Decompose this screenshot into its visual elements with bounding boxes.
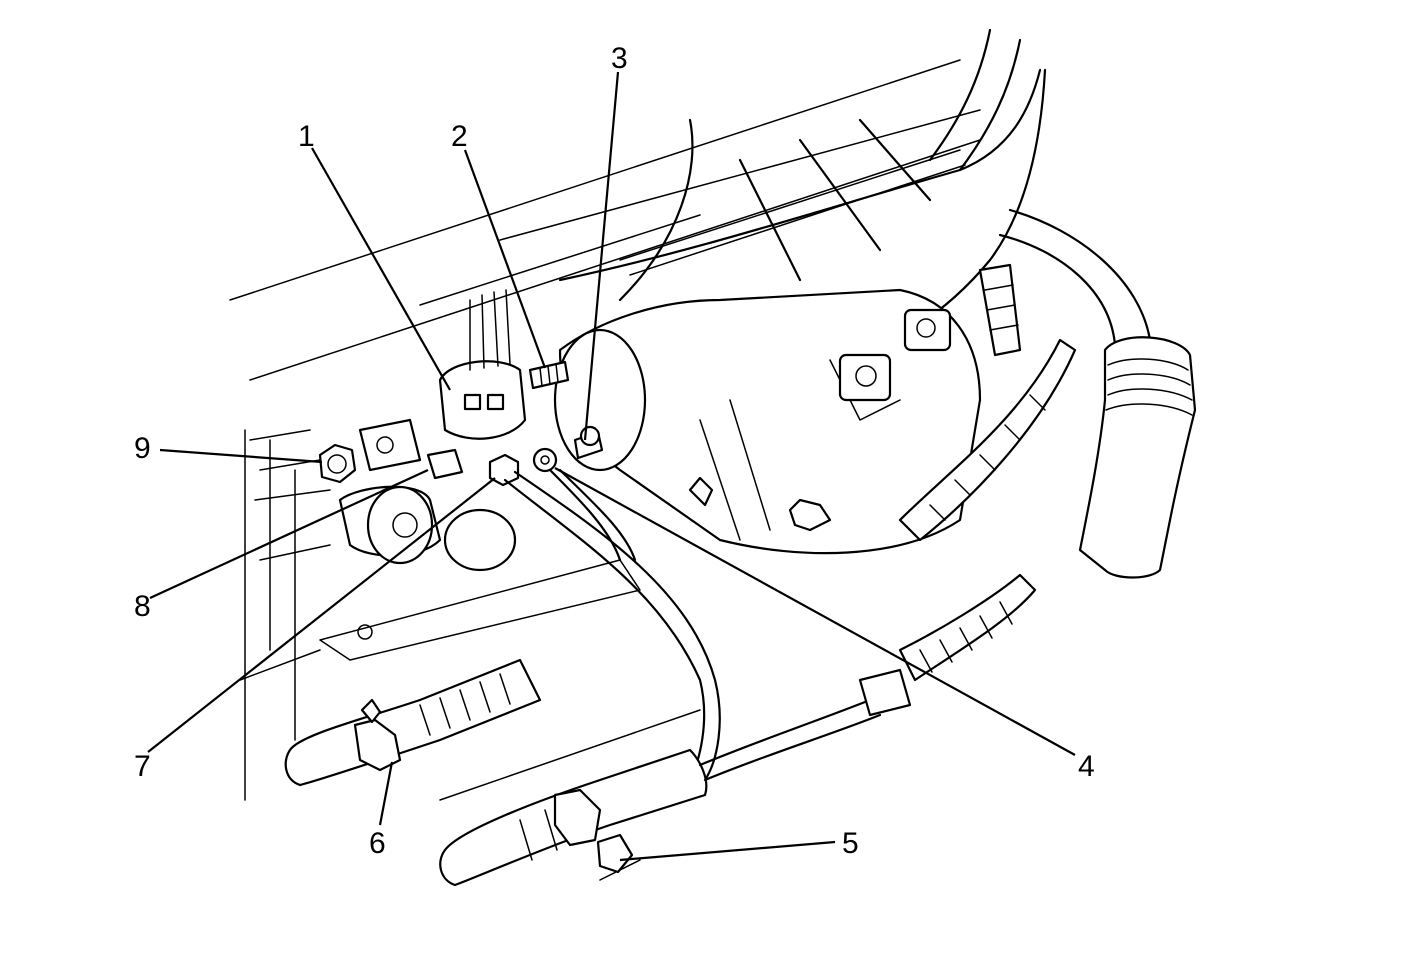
leader-7 (147, 477, 496, 753)
callout-labels: 1 2 3 4 5 6 7 8 9 (134, 42, 1095, 860)
terminal-hardware (318, 418, 721, 782)
solenoid-assembly (438, 289, 604, 460)
hose-clamp-5 (553, 788, 602, 847)
leader-1 (311, 147, 451, 391)
right-harness-hose (998, 208, 1197, 579)
callout-2: 2 (451, 120, 468, 153)
solenoid-end (553, 328, 647, 472)
callout-5: 5 (842, 827, 859, 860)
callout-4: 4 (1078, 750, 1095, 783)
callout-3: 3 (611, 42, 628, 75)
ground-cable (548, 468, 622, 562)
leader-4 (554, 467, 1076, 756)
callout-8: 8 (134, 590, 151, 623)
mount-plate (239, 485, 641, 681)
clamp-screw (596, 833, 634, 874)
bracket (358, 418, 422, 472)
leader-lines (147, 71, 1076, 862)
leader-3 (583, 71, 620, 441)
leader-8 (149, 469, 429, 599)
nut-7 (488, 453, 520, 487)
leader-2 (463, 149, 547, 369)
callout-7: 7 (134, 750, 151, 783)
lower-left-hose (284, 658, 542, 787)
leader-5 (619, 840, 836, 862)
callout-9: 9 (134, 432, 151, 465)
terminal-boot (426, 448, 464, 480)
callout-1: 1 (298, 120, 315, 153)
nut-9 (318, 443, 357, 484)
upper-harness (558, 28, 1047, 383)
battery-cable (503, 478, 706, 782)
starter-motor (553, 288, 982, 555)
mount-boss (838, 353, 892, 402)
callout-6: 6 (369, 827, 386, 860)
ring-terminal (532, 447, 558, 473)
mid-harness (898, 263, 1077, 542)
leader-9 (159, 448, 323, 464)
leader-6 (378, 761, 394, 826)
lower-right-hose (439, 573, 1037, 887)
